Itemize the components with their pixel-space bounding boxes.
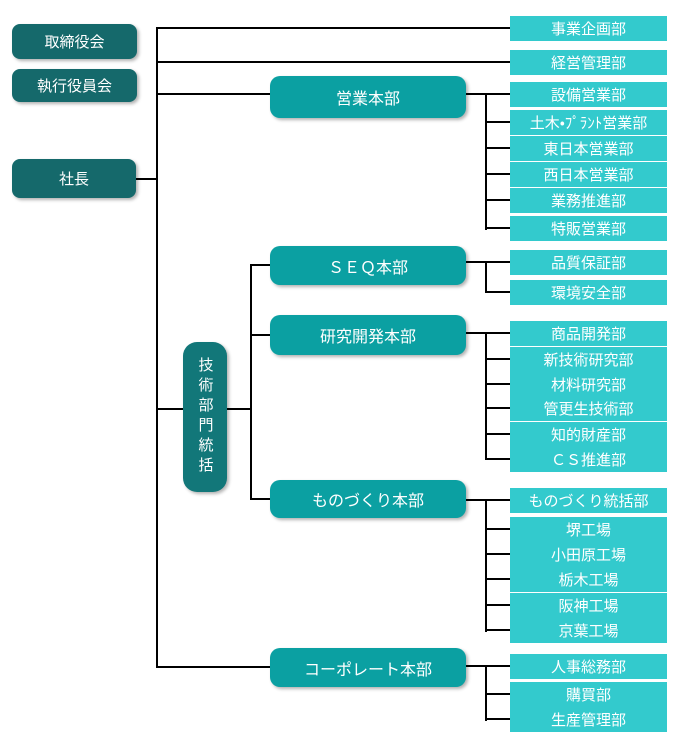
connector-line [485,578,510,580]
connector-line [252,334,270,336]
connector-line [485,528,510,530]
connector-line [485,199,510,201]
department-box: 堺工場 [510,517,667,542]
connector-line [466,93,510,95]
department-box: 人事総務部 [510,654,667,679]
connector-line [485,291,510,293]
connector-line [485,261,487,293]
connector-line [156,93,270,95]
sales-division-box: 営業本部 [270,76,466,118]
department-box: 環境安全部 [510,280,667,305]
connector-line [466,499,510,501]
connector-line [485,227,510,229]
department-box: 阪神工場 [510,593,667,618]
connector-line [466,665,510,667]
connector-line [485,433,510,435]
connector-line [485,147,510,149]
connector-line [485,407,510,409]
connector-line [227,408,252,410]
connector-line [466,261,510,263]
tech-supervision-label: 技術部門統括 [196,357,214,477]
connector-line [252,498,270,500]
seq-division-box: ＳＥＱ本部 [270,246,466,285]
department-box: 購買部 [510,682,667,707]
connector-line [485,604,510,606]
connector-line [485,358,510,360]
department-box: 知的財産部 [510,422,667,447]
department-box: 栃木工場 [510,567,667,592]
connector-line [485,629,510,631]
department-box: 品質保証部 [510,250,667,275]
tech-supervision-box: 技術部門統括 [183,342,227,492]
connector-line [485,173,510,175]
connector-line [485,693,510,695]
department-box: 業務推進部 [510,188,667,213]
connector-line [156,408,183,410]
department-box: 経営管理部 [510,50,667,75]
connector-line [250,264,252,500]
department-box: 管更生技術部 [510,396,667,421]
connector-line [136,178,158,180]
connector-line [485,499,487,632]
connector-line [485,458,510,460]
department-box: ものづくり統括部 [510,488,667,513]
department-box: 東日本営業部 [510,136,667,161]
connector-line [485,383,510,385]
connector-line [156,27,510,29]
connector-line [485,121,510,123]
rnd-division-box: 研究開発本部 [270,315,466,355]
department-box: 事業企画部 [510,16,667,41]
president-box: 社長 [12,159,136,198]
board-of-directors-box: 取締役会 [12,24,137,59]
department-box: 西日本営業部 [510,162,667,187]
connector-line [156,666,270,668]
department-box: 設備営業部 [510,82,667,107]
connector-line [252,264,270,266]
executive-officers-box: 執行役員会 [12,69,137,102]
department-box: 土木・ﾌﾟﾗﾝﾄ営業部 [510,110,667,135]
connector-line [485,332,487,460]
connector-line [485,718,510,720]
department-box: 生産管理部 [510,707,667,732]
connector-line [485,93,487,230]
department-box: 京葉工場 [510,618,667,643]
monozukuri-division-box: ものづくり本部 [270,480,466,518]
connector-line [485,553,510,555]
department-box: ＣＳ推進部 [510,447,667,472]
connector-line [156,28,158,668]
connector-line [156,61,510,63]
connector-line [466,332,510,334]
department-box: 新技術研究部 [510,347,667,372]
corporate-division-box: コーポレート本部 [270,648,466,687]
department-box: 小田原工場 [510,542,667,567]
department-box: 商品開発部 [510,321,667,346]
department-box: 特販営業部 [510,216,667,241]
department-box: 材料研究部 [510,372,667,397]
